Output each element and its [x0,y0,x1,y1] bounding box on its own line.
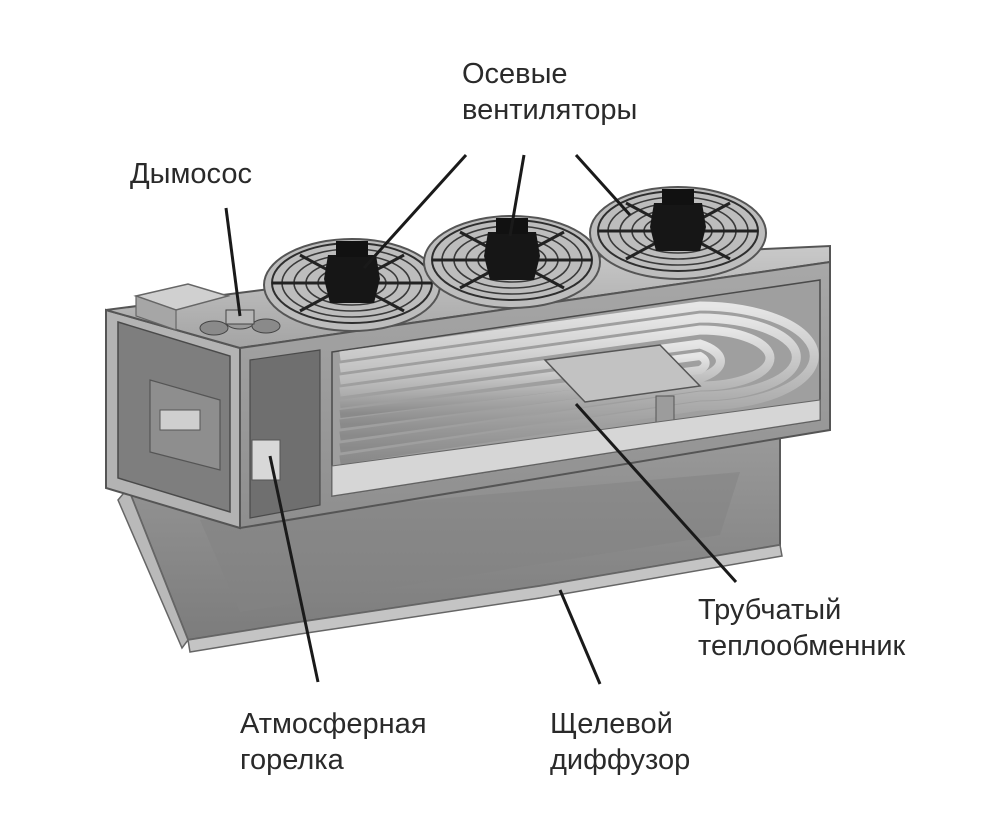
label-slot-diffuser-line2: диффузор [550,742,690,778]
leader-diffuser [560,590,600,684]
label-axial-fans: Осевые вентиляторы [462,56,637,128]
label-slot-diffuser-line1: Щелевой [550,706,690,742]
label-axial-fans-line2: вентиляторы [462,92,637,128]
label-burner-line1: Атмосферная [240,706,427,742]
label-burner-line2: горелка [240,742,427,778]
label-slot-diffuser: Щелевой диффузор [550,706,690,778]
label-heat-exchanger-line1: Трубчатый [698,592,905,628]
label-axial-fans-line1: Осевые [462,56,637,92]
leader-fans-3 [576,155,630,215]
label-smoke-exhauster: Дымосос [130,156,252,192]
label-heat-exchanger-line2: теплообменник [698,628,905,664]
label-smoke-exhauster-line1: Дымосос [130,156,252,192]
label-burner: Атмосферная горелка [240,706,427,778]
label-heat-exchanger: Трубчатый теплообменник [698,592,905,664]
